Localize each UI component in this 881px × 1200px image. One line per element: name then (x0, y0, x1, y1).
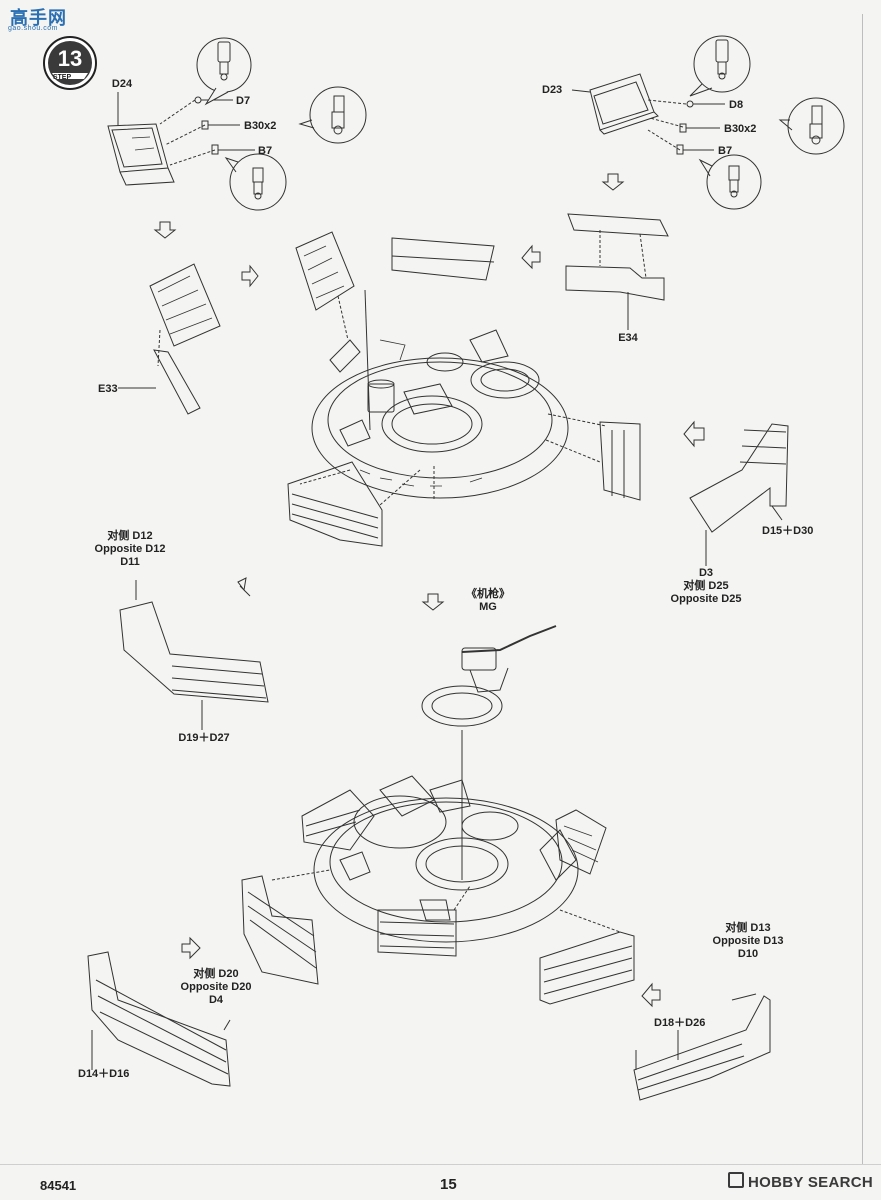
label-opposite-cn: 对侧 D20 (193, 968, 239, 980)
watermark-url: gao.shou.com (8, 25, 58, 32)
label-b7-right: B7 (718, 145, 733, 157)
arrow-icon (181, 936, 201, 960)
part-d24-assembly (107, 92, 255, 186)
label-opposite-en: Opposite D20 (180, 981, 252, 993)
hobbysearch-text: HOBBY SEARCH (748, 1174, 874, 1191)
arrow-icon (521, 244, 541, 270)
label-e34: E34 (618, 332, 638, 344)
label-d3: D3 (698, 567, 714, 579)
label-d10: D10 (737, 948, 759, 960)
watermark-title: 高手网 (10, 8, 67, 28)
zoom-callout-icon (689, 35, 751, 97)
arrow-icon (601, 173, 625, 191)
page-divider (0, 1164, 881, 1165)
part-d18-d26-rail (633, 993, 771, 1101)
zoom-callout-icon (298, 86, 367, 144)
part-rail-lower-center (377, 885, 471, 957)
label-d14-d16: D14＋D16 (78, 1068, 130, 1080)
label-d8: D8 (729, 99, 744, 111)
arrow-icon (241, 264, 259, 288)
part-rail-lower-right-side (539, 909, 635, 1005)
label-b7-left: B7 (258, 145, 273, 157)
part-d23-assembly (571, 73, 725, 155)
arrow-icon (641, 982, 661, 1008)
label-mg-group: 《机枪》 MG (466, 588, 510, 614)
label-d23: D23 (542, 84, 563, 96)
part-rail-upper-right (599, 421, 641, 501)
zoom-callout-icon (196, 37, 252, 106)
arrow-icon (421, 593, 445, 611)
label-e33: E33 (98, 383, 118, 395)
label-opposite-cn: 对侧 D12 (107, 530, 153, 542)
step-number: 13 (58, 46, 82, 71)
label-opposite-en: Opposite D13 (712, 935, 784, 947)
tank-turret-icon (313, 775, 579, 943)
label-d24: D24 (111, 78, 133, 90)
part-rail-lower-left-side (241, 869, 331, 985)
part-d15-d30-rail (689, 423, 789, 566)
step-label: STEP (53, 74, 72, 81)
label-d11: D11 (120, 556, 140, 568)
label-d7: D7 (236, 95, 251, 107)
arrow-icon (683, 420, 705, 448)
label-d3-group: D3 对侧 D25 Opposite D25 (671, 567, 742, 606)
arrow-icon (153, 221, 177, 239)
zoom-callout-icon (778, 97, 845, 155)
label-opposite-cn: 对侧 D25 (683, 580, 729, 592)
part-grille-left-tall (295, 231, 371, 431)
label-d4-group: 对侧 D20 Opposite D20 D4 (181, 968, 252, 1007)
part-e34-grille (565, 213, 669, 330)
arrow-icon (237, 577, 251, 597)
label-d11-group: 对侧 D12 Opposite D12 D11 (95, 530, 166, 569)
kit-number: 84541 (40, 1178, 77, 1193)
step-badge-icon: 13 STEP (43, 36, 97, 90)
label-d18-d26: D18＋D26 (654, 1017, 706, 1029)
part-rail-lower-left-upper (301, 789, 375, 851)
label-mg-cn: 《机枪》 (466, 588, 510, 600)
label-d19-d27: D19＋D27 (178, 732, 230, 744)
step-badge: 13 STEP (42, 35, 98, 91)
part-e33-grille (118, 263, 221, 415)
label-b30x2-right: B30x2 (724, 123, 757, 135)
part-rail-lower-right-upper (555, 809, 607, 875)
hobbysearch-logo-icon (728, 1172, 744, 1188)
tank-turret-icon (299, 329, 607, 506)
part-machine-gun (421, 625, 557, 880)
label-d4: D4 (208, 994, 224, 1006)
label-mg: MG (479, 601, 497, 613)
site-watermark: 高手网 gao.shou.com (4, 4, 90, 34)
part-grille-top (391, 237, 495, 281)
label-b30x2-left: B30x2 (244, 120, 277, 132)
page-number: 15 (440, 1176, 457, 1193)
label-d15-d30: D15＋D30 (762, 525, 814, 537)
label-opposite-en: Opposite D25 (670, 593, 742, 605)
part-d19-d27-rail (119, 580, 269, 730)
label-opposite-cn: 对侧 D13 (725, 922, 771, 934)
hobbysearch-watermark: HOBBY SEARCH (728, 1172, 873, 1191)
zoom-callout-icon (698, 154, 762, 210)
part-rail-upper-left (287, 461, 383, 547)
label-d10-group: 对侧 D13 Opposite D13 D10 (713, 922, 784, 961)
zoom-callout-icon (224, 153, 287, 211)
page-divider (862, 14, 863, 1164)
label-opposite-en: Opposite D12 (94, 543, 166, 555)
part-d14-d16-rail (87, 951, 231, 1087)
